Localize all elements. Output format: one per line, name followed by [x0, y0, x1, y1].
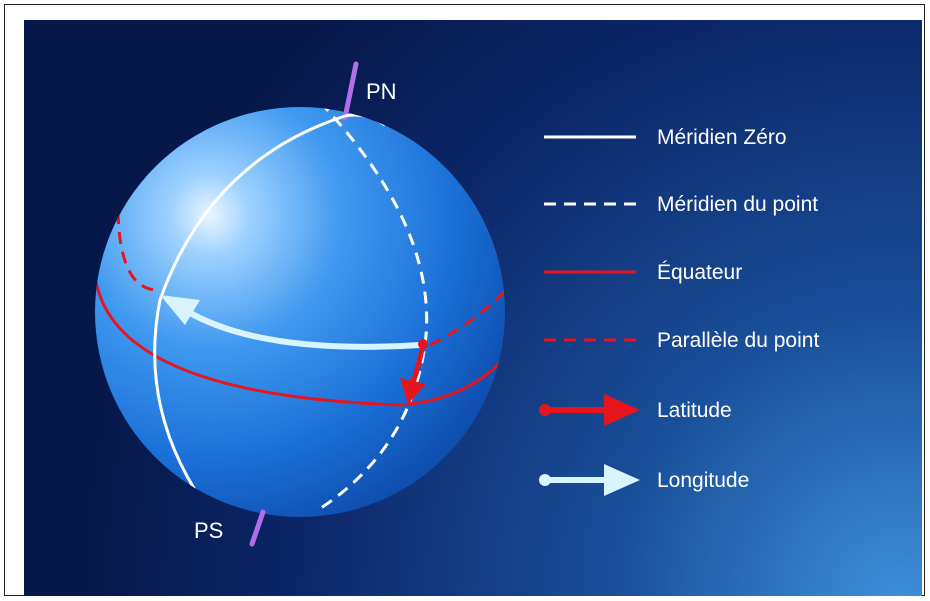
- meridian-point: [317, 107, 429, 512]
- equator: [95, 274, 505, 407]
- legend-equator-label: Équateur: [657, 261, 742, 284]
- legend: Méridien Zéro Méridien du point Équateur…: [539, 126, 819, 496]
- globe-diagram: PN PS Méridien Zéro Méridien du point Éq…: [24, 20, 922, 596]
- latitude-arrowhead: [400, 378, 426, 404]
- zero-meridian: [153, 114, 346, 491]
- longitude-arrowhead: [160, 295, 200, 325]
- south-axis: [249, 509, 266, 547]
- longitude-arc: [183, 307, 421, 350]
- legend-longitude-swatch: [539, 464, 640, 496]
- legend-meridian-point-label: Méridien du point: [657, 193, 818, 216]
- parallel-back-right: [429, 284, 505, 347]
- globe: [95, 107, 505, 517]
- parallel-back-left: [116, 211, 159, 292]
- south-pole-label: PS: [194, 518, 223, 543]
- legend-parallel-label: Parallèle du point: [657, 329, 819, 352]
- legend-zero-meridian-label: Méridien Zéro: [657, 126, 787, 149]
- legend-latitude-swatch: [539, 394, 640, 426]
- north-pole-label: PN: [366, 79, 397, 104]
- north-axis: [342, 61, 359, 121]
- legend-longitude-label: Longitude: [657, 469, 749, 492]
- legend-latitude-label: Latitude: [657, 399, 732, 422]
